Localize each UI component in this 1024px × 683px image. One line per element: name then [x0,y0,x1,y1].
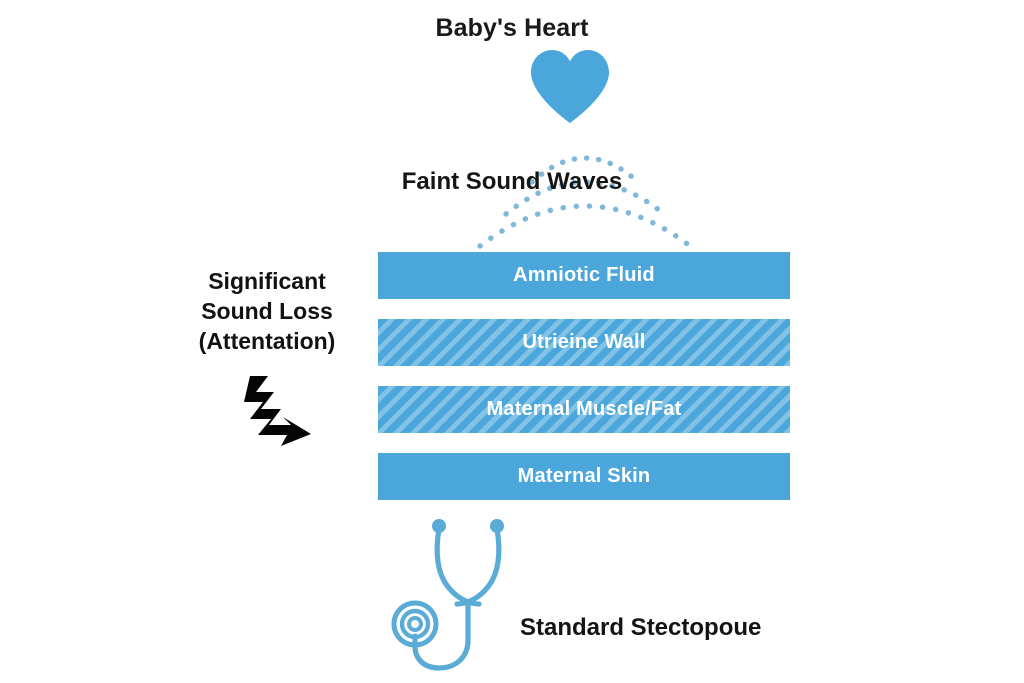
layer-label: Maternal Muscle/Fat [486,398,682,420]
layer-uterine-wall: Utrieine Wall [378,319,790,366]
stethoscope-caption: Standard Stectopoue [520,614,762,641]
stethoscope-icon [383,512,543,677]
attenuation-annotation: Significant Sound Loss (Attentation) [152,266,382,356]
layer-label: Maternal Skin [517,465,651,487]
page-title: Baby's Heart [435,14,589,42]
layer-label: Amniotic Fluid [513,264,655,286]
layer-label: Utrieine Wall [522,331,646,353]
sound-wave-arcs: .arcline{fill:none;stroke:#7fb8d9;stroke… [440,124,730,254]
heart-icon [527,48,613,124]
attenuation-line-3: (Attentation) [198,328,336,354]
tissue-layer-stack: Amniotic Fluid Utrieine Wall Maternal Mu… [378,252,790,500]
layer-amniotic-fluid: Amniotic Fluid [378,252,790,299]
layer-maternal-skin: Maternal Skin [378,453,790,500]
attenuation-line-1: Significant [208,268,326,294]
attenuation-line-2: Sound Loss [201,298,333,324]
lightning-bolt-arrow-icon [234,372,330,454]
layer-maternal-muscle-fat: Maternal Muscle/Fat [378,386,790,433]
sound-waves-label: Faint Sound Waves [401,168,623,195]
